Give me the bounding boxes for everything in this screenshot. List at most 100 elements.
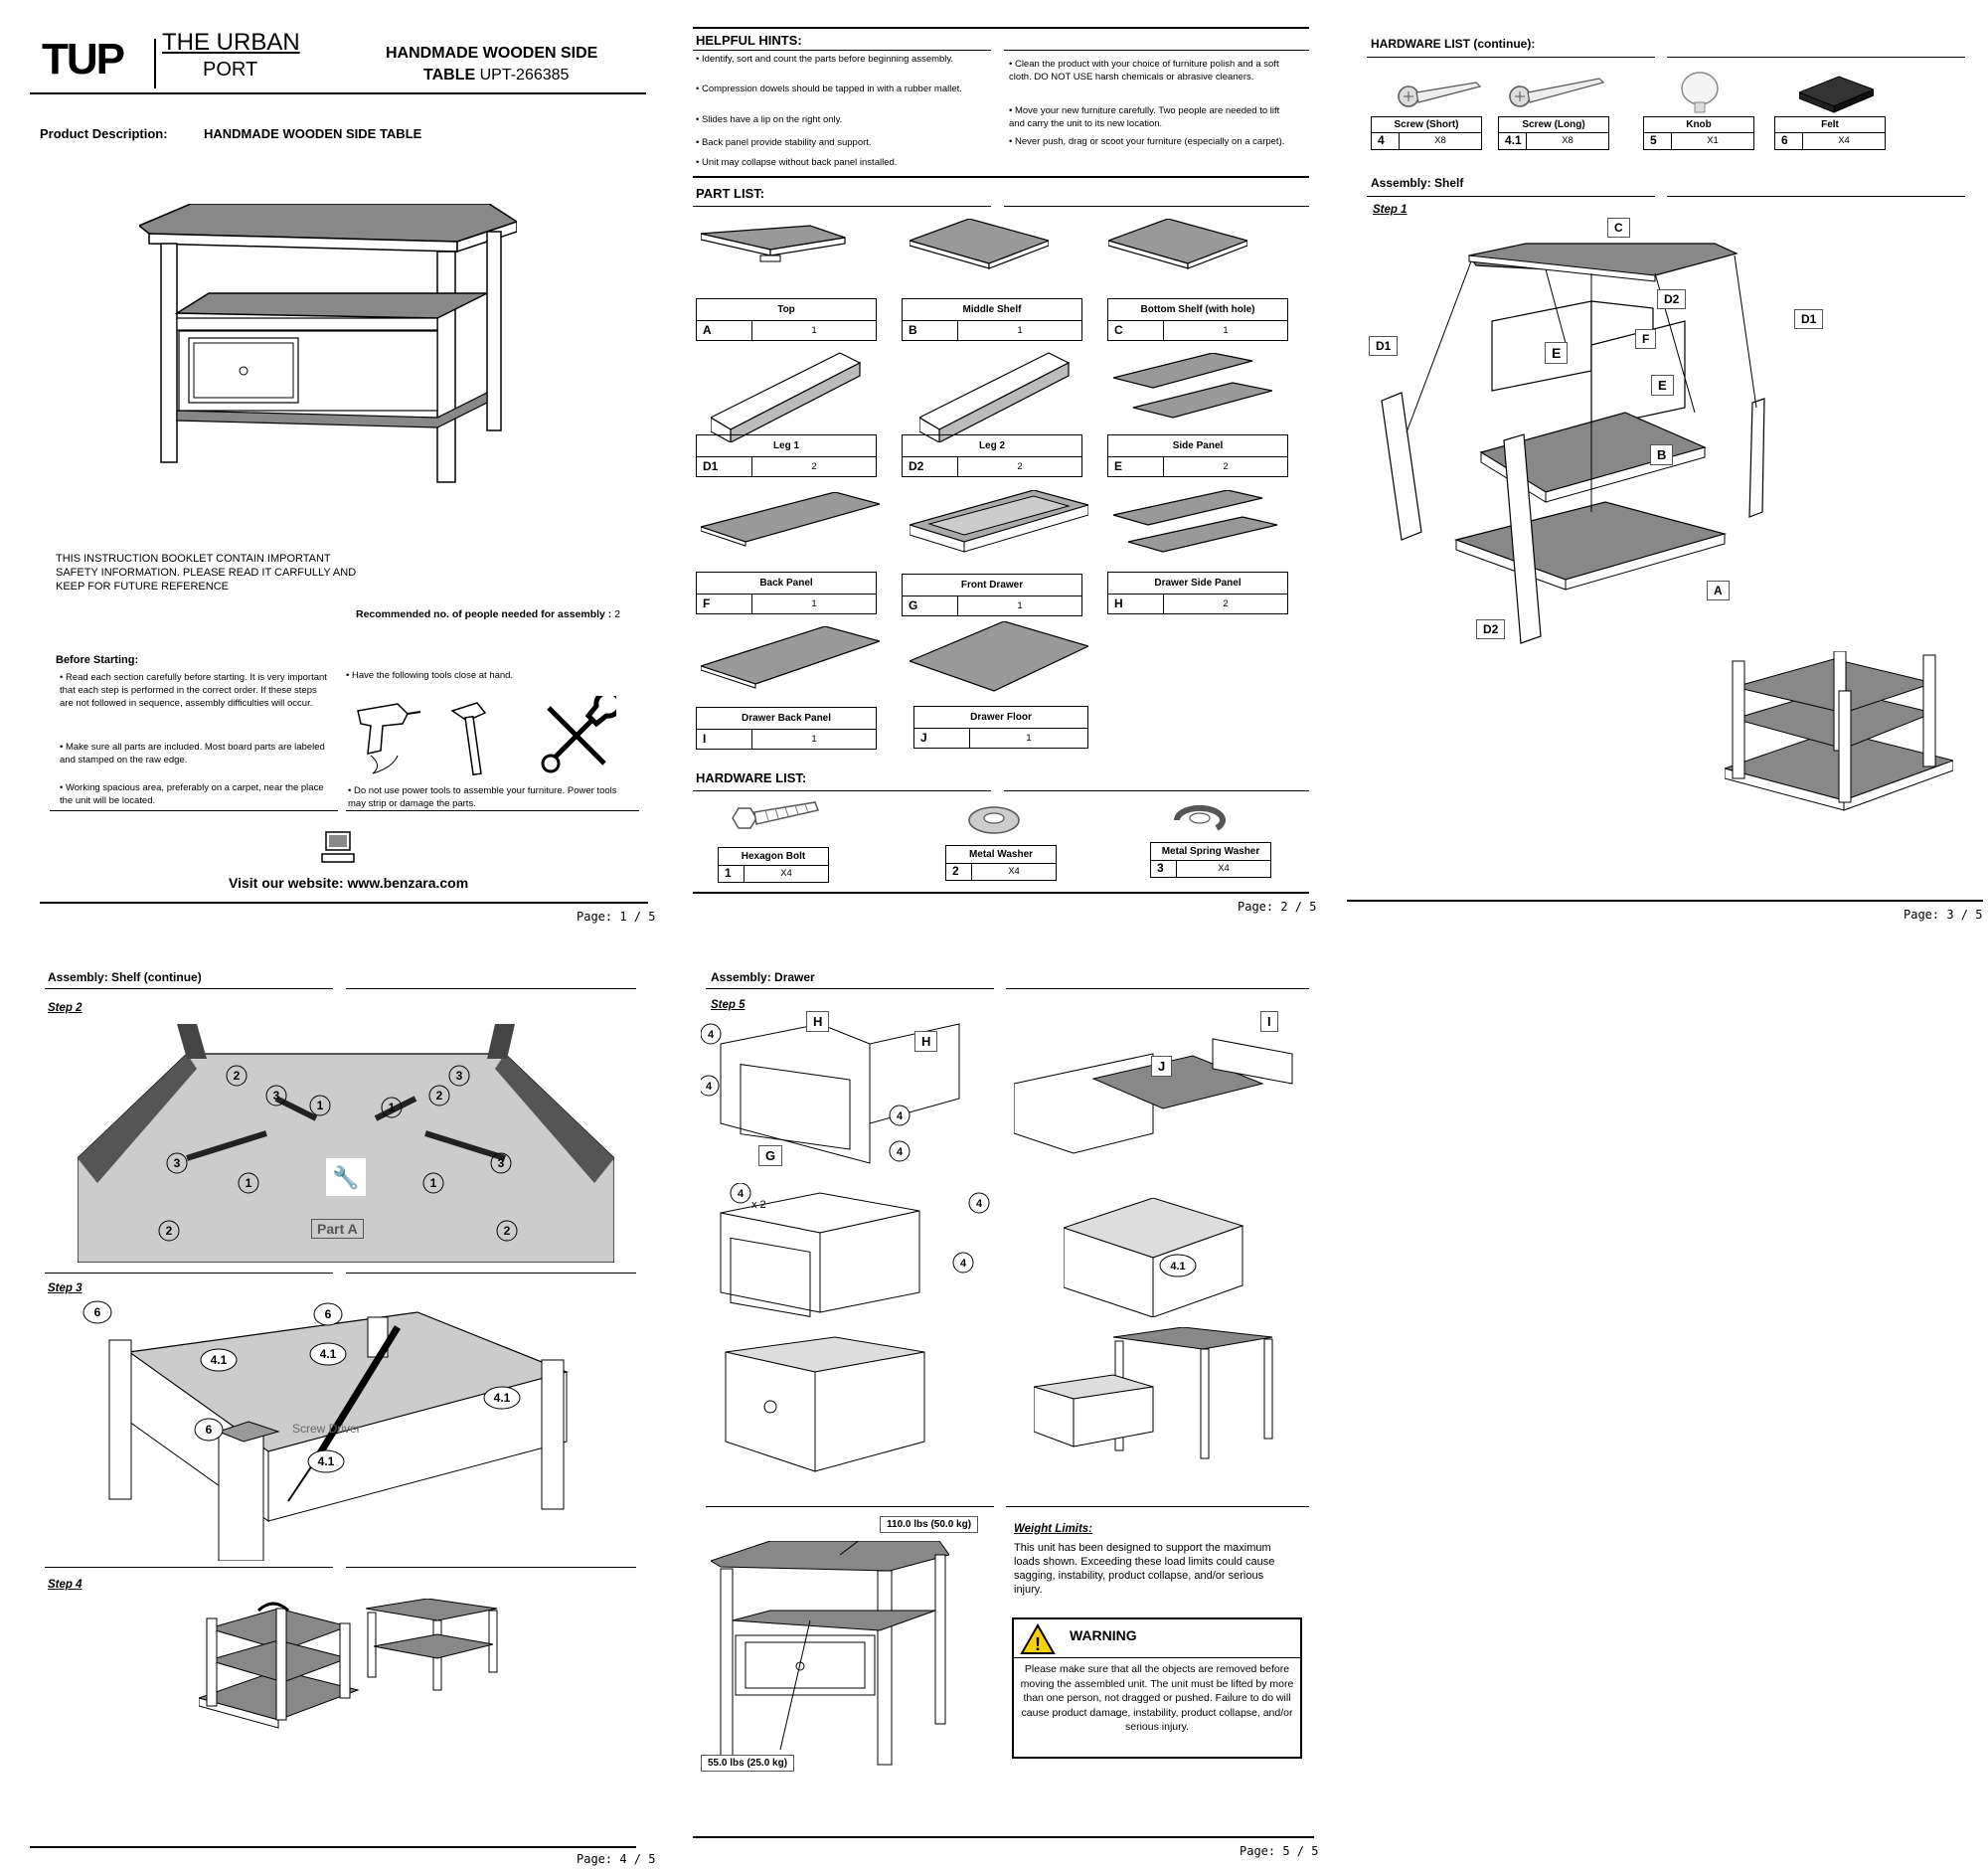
warning-box: ! WARNING Please make sure that all the … — [1012, 1617, 1302, 1759]
part-name: Leg 1 — [697, 435, 876, 457]
long-screw-icon — [1509, 78, 1605, 107]
shelf-exploded-diagram — [1381, 243, 1765, 644]
part-code: E — [1108, 457, 1164, 476]
svg-text:4: 4 — [706, 1081, 713, 1093]
part-code: F — [697, 595, 752, 613]
document-title-line1: HANDMADE WOODEN SIDE — [386, 45, 598, 62]
part-qty: 2 — [1223, 598, 1229, 609]
hardware-qty: X4 — [780, 868, 792, 879]
label-e-left: E — [1545, 342, 1569, 364]
part-name: Drawer Floor — [914, 707, 1087, 729]
svg-text:4: 4 — [960, 1258, 967, 1270]
footer-rule — [40, 902, 648, 904]
svg-text:4: 4 — [897, 1110, 904, 1122]
part-name: Drawer Side Panel — [1108, 573, 1287, 595]
step-3-rule-left — [45, 1273, 333, 1274]
brand-name-line2: PORT — [203, 59, 258, 81]
hardware-name: Screw (Long) — [1499, 117, 1608, 133]
step-2-diagram: 🔧 231 123 312 132 — [78, 1024, 614, 1263]
label-d2-top: D2 — [1657, 289, 1687, 309]
svg-text:3: 3 — [456, 1069, 463, 1083]
felt-pad-icon — [1799, 76, 1874, 113]
before-rule-left — [50, 810, 338, 811]
part-middle-shelf-illustration — [910, 219, 1049, 269]
part-card-h: Drawer Side Panel H 2 — [1107, 572, 1288, 614]
part-list-title: PART LIST: — [696, 186, 765, 201]
wrench-screwdriver-icon — [541, 696, 616, 773]
part-code: H — [1108, 595, 1164, 613]
before-starting-title: Before Starting: — [56, 654, 139, 666]
part-drawer-back-panel-illustration — [701, 626, 880, 689]
page-number: Page: 4 / 5 — [577, 1852, 656, 1866]
svg-text:4.1: 4.1 — [494, 1391, 511, 1405]
label-h-2: H — [914, 1031, 938, 1052]
website-link[interactable]: Visit our website: www.benzara.com — [229, 875, 469, 891]
assembled-shelf-preview — [1725, 651, 1953, 811]
label-x2: x 2 — [751, 1199, 766, 1211]
drawer-step-f — [1034, 1327, 1273, 1459]
page-number: Page: 5 / 5 — [1240, 1844, 1319, 1858]
people-needed-label: Recommended no. of people needed for ass… — [356, 608, 612, 620]
part-list-rule-right — [1004, 206, 1309, 207]
part-qty: 1 — [811, 325, 817, 336]
safety-notice: THIS INSTRUCTION BOOKLET CONTAIN IMPORTA… — [56, 553, 357, 593]
svg-text:1: 1 — [317, 1099, 324, 1112]
page-1: TUP THE URBAN PORT HANDMADE WOODEN SIDE … — [30, 15, 656, 930]
part-code: C — [1108, 321, 1164, 340]
hardware-code: 4.1 — [1499, 133, 1527, 149]
assembly-shelf-continue-title: Assembly: Shelf (continue) — [48, 970, 202, 984]
weight-limit-table-illustration — [711, 1541, 949, 1766]
part-drawer-floor-illustration — [910, 621, 1088, 692]
label-d1-left: D1 — [1369, 336, 1399, 356]
page-number: Page: 3 / 5 — [1904, 908, 1983, 922]
part-a-label: Part A — [311, 1219, 364, 1239]
svg-text:1: 1 — [430, 1176, 437, 1190]
svg-text:1: 1 — [389, 1101, 396, 1114]
svg-text:4.1: 4.1 — [318, 1454, 335, 1468]
warning-text: Please make sure that all the objects ar… — [1020, 1663, 1294, 1733]
step-4-rule-right — [346, 1567, 636, 1568]
side-table-illustration — [139, 204, 517, 483]
hardware-qty: X4 — [1008, 866, 1020, 877]
knob-icon — [1681, 72, 1719, 113]
hint-left-1: • Identify, sort and count the parts bef… — [696, 54, 954, 65]
part-name: Middle Shelf — [903, 299, 1081, 321]
label-d1-right: D1 — [1794, 309, 1824, 329]
part-code: G — [903, 596, 958, 615]
people-needed: Recommended no. of people needed for ass… — [356, 608, 620, 620]
part-code: D2 — [903, 457, 958, 476]
svg-text:4.1: 4.1 — [1170, 1261, 1185, 1273]
footer-rule — [693, 892, 1309, 894]
screw-driver-label: Screw Driver — [292, 1422, 361, 1436]
load-limit-bottom: 55.0 lbs (25.0 kg) — [701, 1755, 795, 1772]
part-top-illustration — [701, 225, 846, 262]
step-2-label: Step 2 — [48, 1002, 83, 1014]
people-needed-value: 2 — [614, 608, 621, 620]
label-g: G — [758, 1145, 783, 1166]
hardware-rule-right — [1004, 790, 1309, 791]
svg-text:6: 6 — [325, 1307, 332, 1321]
hint-left-5: • Unit may collapse without back panel i… — [696, 157, 898, 168]
computer-icon — [321, 831, 355, 863]
label-i: I — [1260, 1011, 1278, 1032]
hardware-list-title: HARDWARE LIST: — [696, 770, 807, 785]
svg-text:4.1: 4.1 — [211, 1353, 228, 1367]
top-rule — [693, 27, 1309, 29]
hints-title-rule-right — [1004, 50, 1309, 51]
warning-triangle-icon: ! — [1020, 1623, 1056, 1654]
hardware-name: Metal Washer — [946, 846, 1056, 864]
hardware-code: 5 — [1644, 133, 1672, 149]
label-e-right: E — [1651, 375, 1674, 396]
